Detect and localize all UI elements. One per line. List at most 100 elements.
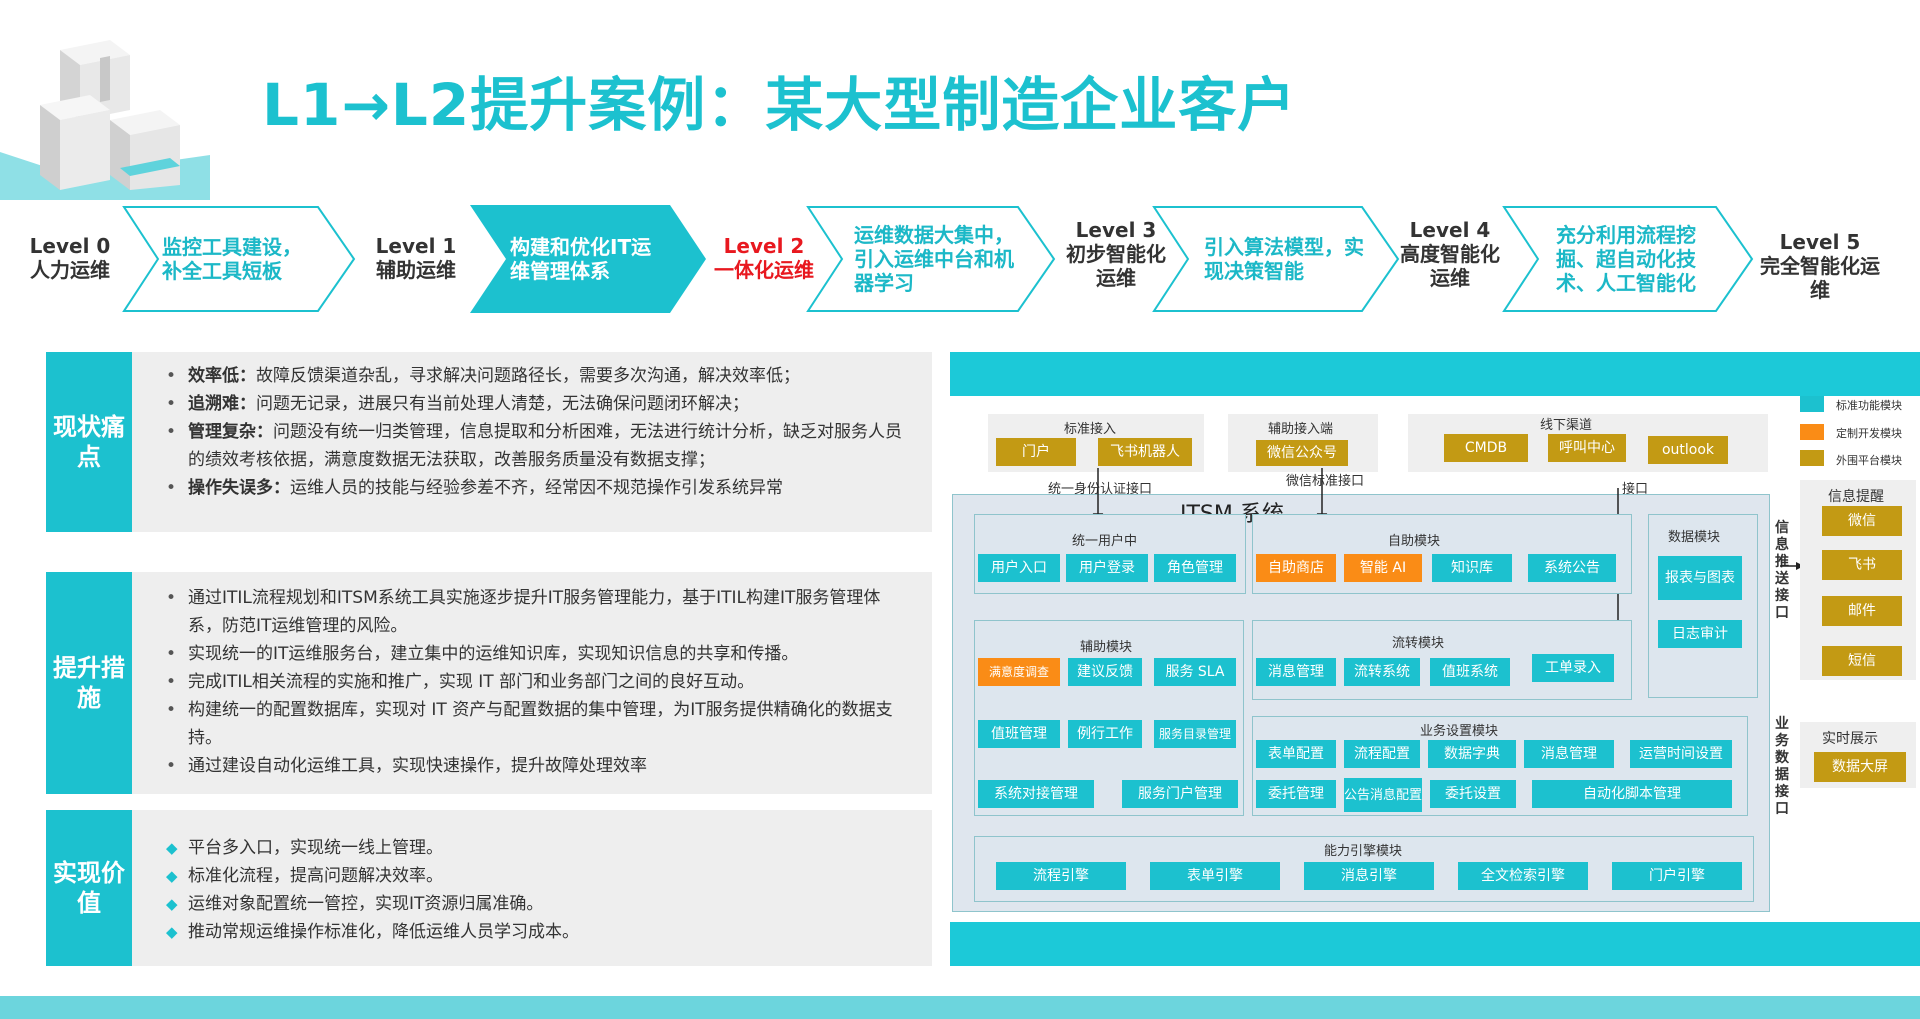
routine-work-module: 例行工作 [1068,720,1142,748]
level-1-name: 辅助运维 [376,258,456,282]
system-integration-module: 系统对接管理 [978,780,1094,808]
flow-system-module: 流转系统 [1344,658,1420,686]
pain-item-title: 操作失误多： [188,478,290,498]
flow-module-title: 流转模块 [1392,636,1445,651]
push-interface-label: 信息推送接口 [1775,520,1789,621]
level-5-label: Level 5 [1779,230,1861,254]
system-notice-module: 系统公告 [1528,554,1616,582]
section-value: 实现价值 平台多入口，实现统一线上管理。 标准化流程，提高问题解决效率。 运维对… [46,810,932,966]
step-3-text: 运维数据大集中，引入运维中台和机器学习 [854,223,1014,295]
section-measures-label: 提升措施 [46,572,132,794]
data-dict-module: 数据字典 [1428,740,1516,768]
level-5: Level 5 完全智能化运维 [1760,230,1880,302]
step-4-chevron: 引入算法模型，实现决策智能 [1152,205,1400,313]
msg-engine-module: 消息引擎 [1304,862,1434,890]
level-2: Level 2 一体化运维 [700,234,828,282]
level-0: Level 0 人力运维 [22,234,118,282]
cmdb-module: CMDB [1444,434,1528,462]
knowledge-base-module: 知识库 [1432,554,1512,582]
auto-script-module: 自动化脚本管理 [1532,780,1732,808]
list-item: 追溯难：问题无记录，进展只有当前处理人清楚，无法确保问题闭环解决； [164,390,902,418]
delegation-setting-module: 委托设置 [1430,780,1516,808]
list-item: 操作失误多：运维人员的技能与经验参差不齐，经常因不规范操作引发系统异常 [164,474,902,502]
level-3: Level 3 初步智能化运维 [1058,218,1174,290]
portal-module: 门户 [996,438,1076,466]
level-1-label: Level 1 [375,234,457,258]
feedback-module: 建议反馈 [1068,658,1142,686]
offline-channel-title: 线下渠道 [1540,418,1593,433]
user-entry-module: 用户入口 [978,554,1060,582]
step-1-text: 监控工具建设，补全工具短板 [162,235,302,283]
level-2-name: 一体化运维 [714,258,814,282]
chevron-outline-icon [1152,206,1400,312]
msg-mgmt-module: 消息管理 [1256,658,1336,686]
pain-item-text: 问题没有统一归类管理，信息提取和分析困难，无法进行统计分析，缺乏对服务人员的绩效… [188,422,902,470]
legend-custom-swatch [1800,424,1824,440]
selfhelp-title: 自助模块 [1388,534,1441,549]
legend-external-swatch [1800,450,1824,466]
engine-title: 能力引擎模块 [1324,844,1403,859]
level-5-name: 完全智能化运维 [1760,254,1880,302]
role-mgmt-module: 角色管理 [1154,554,1236,582]
legend-external-label: 外围平台模块 [1836,454,1902,467]
legend-custom-label: 定制开发模块 [1836,427,1902,440]
email-alert-module: 邮件 [1822,596,1902,626]
offline-interface-label: 接口 [1622,482,1649,497]
pain-item-text: 故障反馈渠道杂乱，寻求解决问题路径长，需要多次沟通，解决效率低； [256,366,800,386]
level-1: Level 1 辅助运维 [364,234,468,282]
diagram-bottom-band [950,922,1920,966]
list-item: 管理复杂：问题没有统一归类管理，信息提取和分析困难，无法进行统计分析，缺乏对服务… [164,418,902,474]
pain-item-title: 追溯难： [188,394,256,414]
level-4-label: Level 4 [1409,218,1491,242]
info-alert-title: 信息提醒 [1828,489,1884,505]
step-3-chevron: 运维数据大集中，引入运维中台和机器学习 [806,205,1056,313]
duty-mgmt-module: 值班管理 [978,720,1060,748]
feishu-alert-module: 飞书 [1822,550,1902,580]
form-engine-module: 表单引擎 [1150,862,1280,890]
pain-list: 效率低：故障反馈渠道杂乱，寻求解决问题路径长，需要多次沟通，解决效率低； 追溯难… [164,362,902,502]
outlook-module: outlook [1648,436,1728,464]
biz-settings-title: 业务设置模块 [1420,724,1499,739]
level-3-name: 初步智能化运维 [1066,242,1166,290]
std-access-title: 标准接入 [1064,422,1117,437]
list-item: 运维对象配置统一管控，实现IT资源归属准确。 [164,890,902,918]
pain-item-title: 管理复杂： [188,422,273,442]
report-chart-module: 报表与图表 [1658,556,1742,600]
call-center-module: 呼叫中心 [1548,434,1626,462]
step-2-text: 构建和优化IT运维管理体系 [510,235,652,283]
section-pain-label: 现状痛点 [46,352,132,532]
data-module-title: 数据模块 [1668,530,1721,545]
level-0-name: 人力运维 [30,258,110,282]
form-config-module: 表单配置 [1256,740,1336,768]
feishu-bot-module: 飞书机器人 [1098,438,1192,466]
service-catalog-module: 服务目录管理 [1154,720,1236,748]
list-item: 平台多入口，实现统一线上管理。 [164,834,902,862]
aux-access-title: 辅助接入端 [1268,422,1334,437]
ticket-entry-module: 工单录入 [1532,654,1614,682]
list-item: 实现统一的IT运维服务台，建立集中的运维知识库，实现知识信息的共享和传播。 [164,640,902,668]
aux-module-title: 辅助模块 [1080,640,1133,655]
level-0-label: Level 0 [29,234,111,258]
list-item: 标准化流程，提高问题解决效率。 [164,862,902,890]
page-title: L1→L2提升案例：某大型制造企业客户 [262,71,1297,139]
smart-ai-module: 智能 AI [1344,554,1422,582]
biz-data-interface-label: 业务数据接口 [1775,716,1789,817]
portal-engine-module: 门户引擎 [1612,862,1742,890]
self-store-module: 自助商店 [1256,554,1336,582]
diagram-top-band [950,352,1920,396]
legend-standard-swatch [1800,396,1824,412]
legend-standard-label: 标准功能模块 [1836,399,1902,412]
chevron-filled-icon [470,205,706,313]
pain-item-title: 效率低： [188,366,256,386]
flow-engine-module: 流程引擎 [996,862,1126,890]
sms-alert-module: 短信 [1822,646,1902,676]
section-pain-points: 现状痛点 效率低：故障反馈渠道杂乱，寻求解决问题路径长，需要多次沟通，解决效率低… [46,352,932,532]
value-list: 平台多入口，实现统一线上管理。 标准化流程，提高问题解决效率。 运维对象配置统一… [164,834,902,946]
step-1-chevron: 监控工具建设，补全工具短板 [122,205,356,313]
pain-item-text: 运维人员的技能与经验参差不齐，经常因不规范操作引发系统异常 [290,478,783,498]
list-item: 通过ITIL流程规划和ITSM系统工具实施逐步提升IT服务管理能力，基于ITIL… [164,584,902,640]
cube-logo-icon [0,40,210,200]
realtime-title: 实时展示 [1822,731,1878,747]
chevron-outline-icon [806,206,1056,312]
list-item: 构建统一的配置数据库，实现对 IT 资产与配置数据的集中管理，为IT服务提供精确… [164,696,902,752]
